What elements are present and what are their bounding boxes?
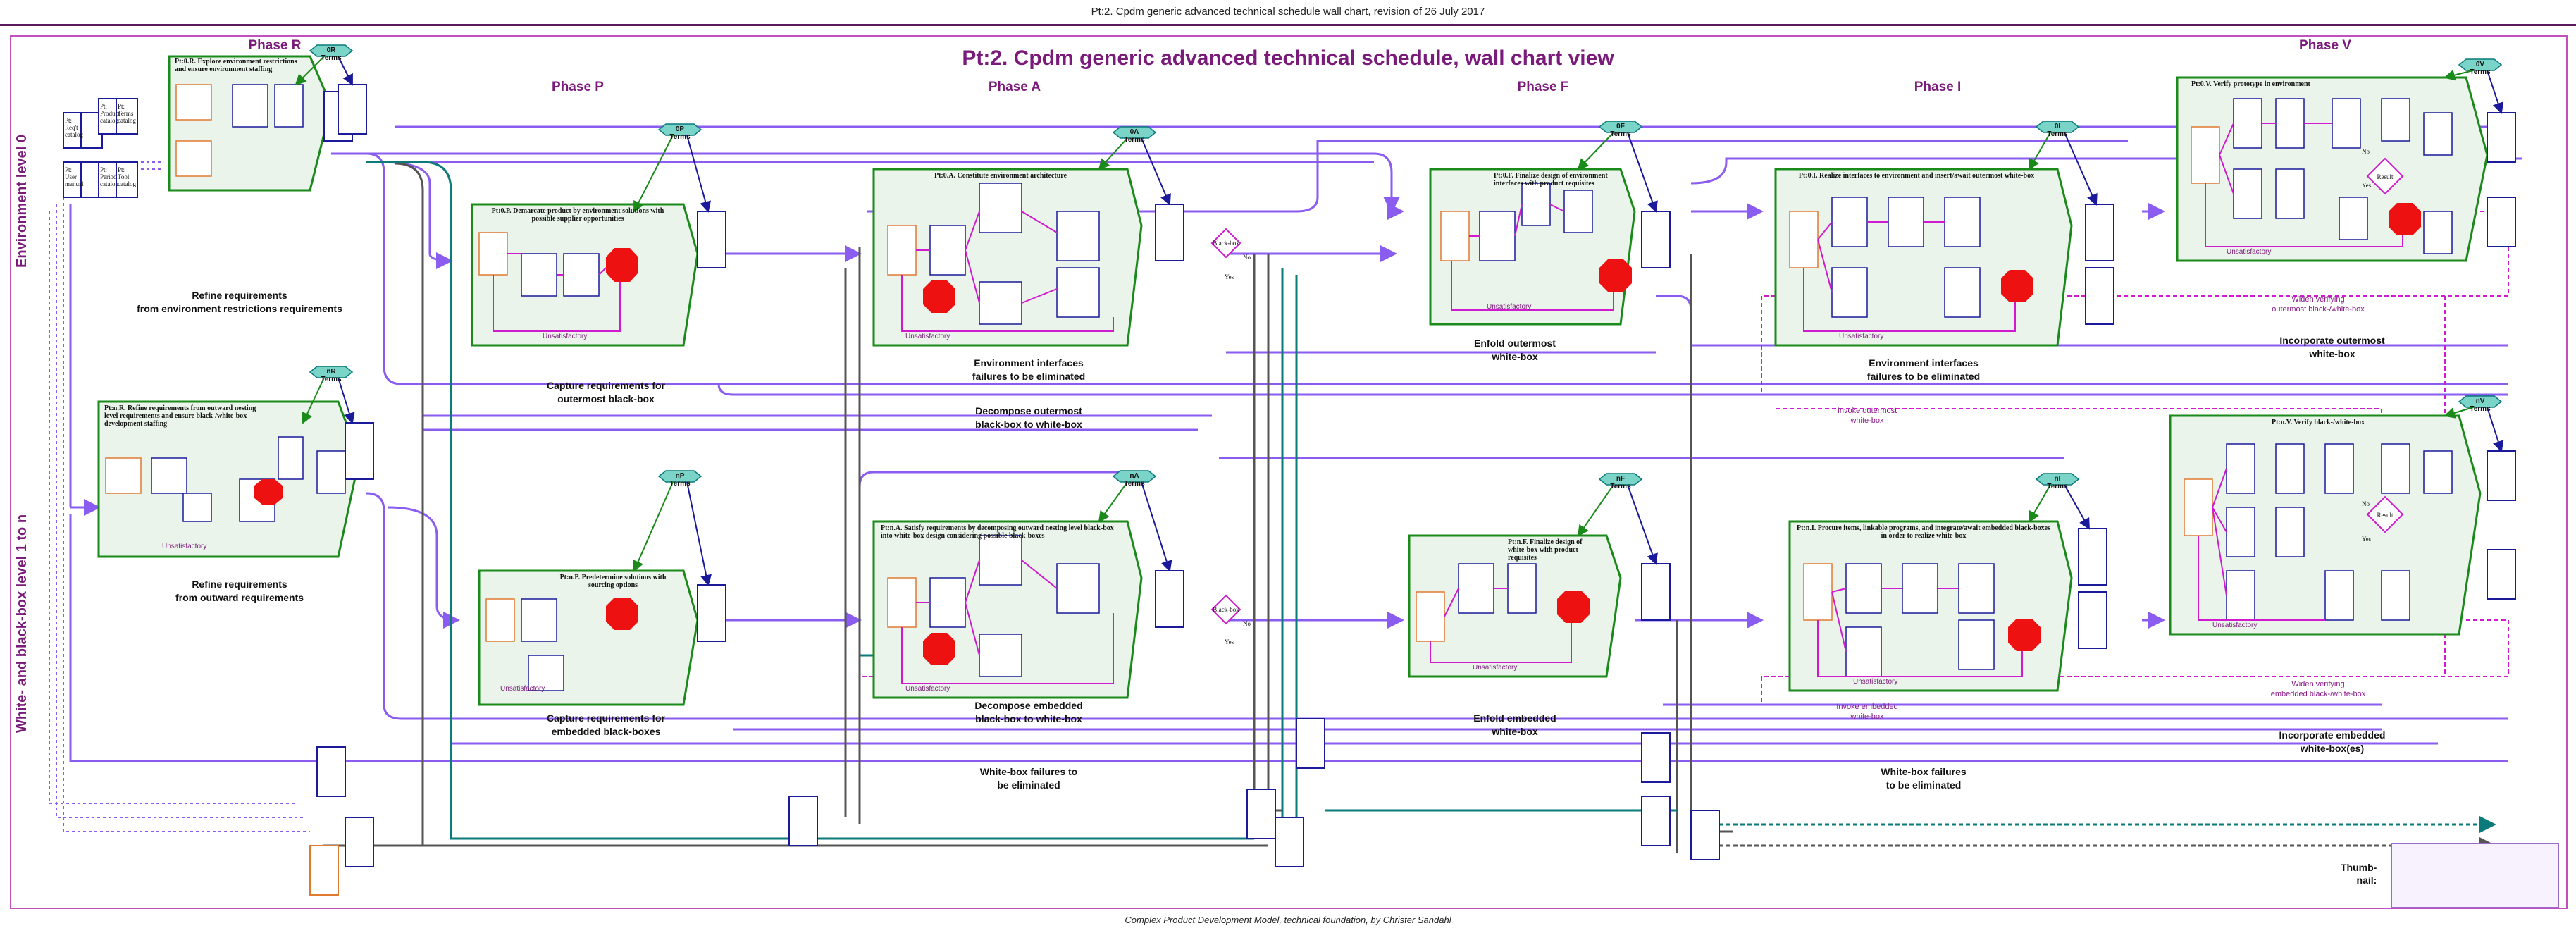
- process-title-ptnP: Pt:n.P. Predetermine solutions with sour…: [559, 574, 667, 589]
- unsatisfactory-label-0V: Unsatisfactory: [2227, 248, 2272, 256]
- unsatisfactory-label-0F: Unsatisfactory: [1487, 303, 1532, 311]
- footer-credit: Complex Product Development Model, techn…: [1125, 915, 1451, 925]
- unsatisfactory-label-0I: Unsatisfactory: [1839, 333, 1884, 340]
- decision-no-v0: No: [2362, 148, 2370, 155]
- phase-i-label: Phase I: [1914, 80, 1962, 94]
- terms-tag-0R[interactable]: 0R Terms: [321, 47, 342, 62]
- decision-no-0: No: [1243, 254, 1251, 261]
- legend-doc-reqt[interactable]: Pt: Req't catalog: [65, 117, 83, 138]
- terms-tag-0I[interactable]: 0I Terms: [2047, 123, 2068, 138]
- decision-no-vn: No: [2362, 500, 2370, 507]
- process-ptnI: [1788, 520, 2073, 692]
- thumbnail-preview[interactable]: [2391, 843, 2559, 908]
- process-title-pt0R: Pt:0.R. Explore environment restrictions…: [175, 58, 297, 73]
- decision-yes-n: Yes: [1225, 638, 1234, 645]
- unsatisfactory-label-0P: Unsatisfactory: [543, 333, 588, 340]
- process-pt0F: [1429, 168, 1636, 326]
- unsatisfactory-label-nA: Unsatisfactory: [905, 685, 950, 693]
- process-pt0I: [1774, 168, 2073, 347]
- unsatisfactory-label-nF: Unsatisfactory: [1473, 664, 1518, 672]
- page-title: Pt:2. Cpdm generic advanced technical sc…: [962, 47, 1614, 70]
- terms-tag-nA[interactable]: nA Terms: [1124, 472, 1145, 488]
- legend-doc-period[interactable]: Pt: Period catalog: [100, 166, 118, 187]
- unsatisfactory-label-nV: Unsatisfactory: [2212, 622, 2258, 629]
- terms-tag-0V[interactable]: 0V Terms: [2470, 61, 2491, 76]
- process-title-pt0V: Pt:0.V. Verify prototype in environment: [2191, 80, 2310, 88]
- decision-black-box-n: Black-box: [1213, 606, 1239, 613]
- decision-yes-vn: Yes: [2362, 536, 2372, 543]
- process-pt0R: [168, 55, 333, 192]
- process-title-pt0P: Pt:0.P. Demarcate product by environment…: [491, 207, 664, 223]
- header-bar: [0, 0, 2576, 26]
- unsatisfactory-label-0A: Unsatisfactory: [905, 333, 950, 340]
- process-pt0A: [872, 168, 1143, 347]
- process-ptnA: [872, 520, 1143, 699]
- process-pt0P: [471, 203, 699, 347]
- process-ptnF: [1408, 534, 1622, 678]
- phase-p-label: Phase P: [552, 80, 604, 94]
- phase-a-label: Phase A: [988, 80, 1041, 94]
- terms-tag-nR[interactable]: nR Terms: [321, 368, 342, 383]
- phase-f-label: Phase F: [1517, 80, 1569, 94]
- process-title-pt0F: Pt:0.F. Finalize design of environment i…: [1494, 172, 1608, 187]
- process-title-ptnA: Pt:n.A. Satisfy requirements by decompos…: [881, 524, 1114, 540]
- process-title-ptnI: Pt:n.I. Procure items, linkable programs…: [1797, 524, 2050, 540]
- phase-r-label: Phase R: [248, 38, 302, 53]
- decision-result-n: Result: [2377, 512, 2394, 519]
- legend-doc-tool[interactable]: Pt: Tool catalog: [118, 166, 136, 187]
- process-ptnR: [97, 400, 361, 558]
- process-ptnP: [478, 569, 699, 706]
- decision-result-0: Result: [2377, 173, 2394, 180]
- process-title-ptnR: Pt:n.R. Refine requirements from outward…: [104, 404, 256, 428]
- phase-v-label: Phase V: [2299, 38, 2351, 53]
- thumbnail-label: Thumb-nail:: [2341, 862, 2377, 886]
- terms-tag-nP[interactable]: nP Terms: [669, 472, 691, 488]
- terms-tag-nI[interactable]: nI Terms: [2047, 475, 2068, 490]
- decision-black-box-0: Black-box: [1213, 240, 1239, 247]
- decision-no-n: No: [1243, 620, 1251, 627]
- decision-yes-0: Yes: [1225, 273, 1234, 280]
- process-title-ptnF: Pt:n.F. Finalize design of white-box wit…: [1508, 538, 1583, 562]
- process-title-ptnV: Pt:n.V. Verify black-/white-box: [2271, 419, 2365, 426]
- terms-tag-0A[interactable]: 0A Terms: [1124, 128, 1145, 144]
- process-ptnV: [2169, 414, 2482, 636]
- unsatisfactory-label-nR: Unsatisfactory: [162, 543, 207, 550]
- legend-doc-user-manual[interactable]: Pt: User manual: [65, 166, 84, 187]
- legend-doc-product[interactable]: Pt: Product catalog: [100, 103, 120, 124]
- decision-yes-v0: Yes: [2362, 182, 2372, 189]
- legend-doc-terms[interactable]: Pt: Terms catalog: [118, 103, 136, 124]
- terms-tag-nV[interactable]: nV Terms: [2470, 397, 2491, 413]
- terms-tag-nF[interactable]: nF Terms: [1610, 475, 1631, 490]
- chart-frame: [10, 35, 2568, 909]
- unsatisfactory-label-nP: Unsatisfactory: [500, 685, 545, 693]
- process-pt0V: [2176, 76, 2489, 262]
- process-title-pt0A: Pt:0.A. Constitute environment architect…: [934, 172, 1067, 180]
- terms-tag-0P[interactable]: 0P Terms: [669, 125, 691, 141]
- process-title-pt0I: Pt:0.I. Realize interfaces to environmen…: [1798, 172, 2035, 180]
- header-title: Pt:2. Cpdm generic advanced technical sc…: [1091, 6, 1485, 18]
- decisions: [1210, 157, 2404, 625]
- unsatisfactory-label-nI: Unsatisfactory: [1853, 678, 1898, 686]
- terms-tag-0F[interactable]: 0F Terms: [1610, 123, 1631, 138]
